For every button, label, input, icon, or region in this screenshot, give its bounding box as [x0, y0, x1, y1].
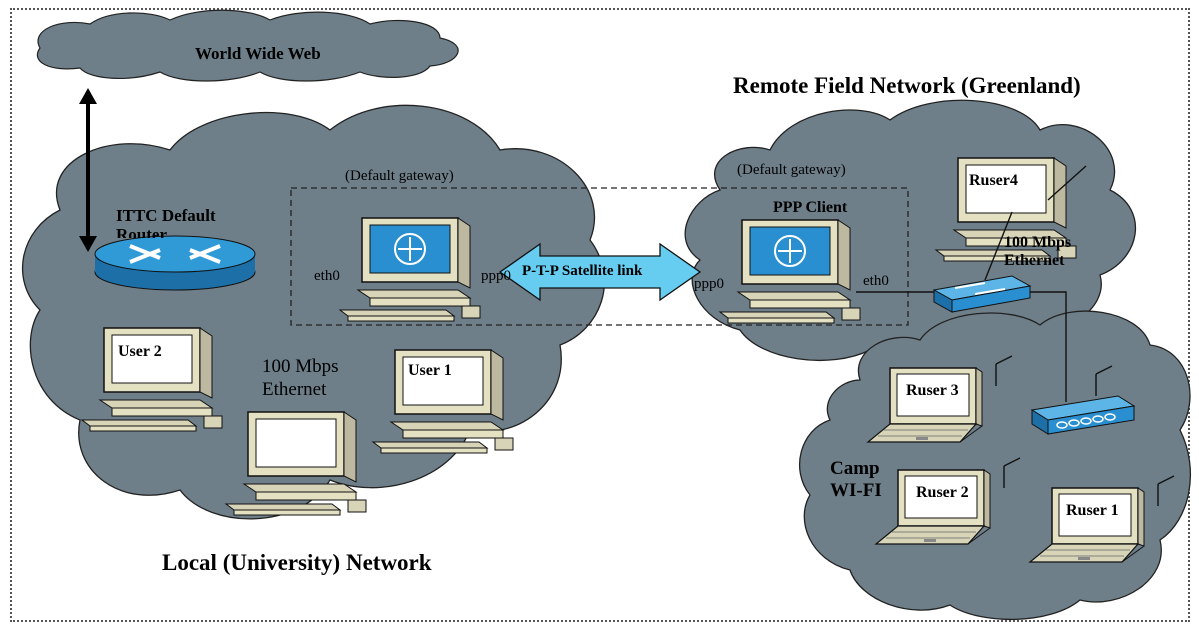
user2-label: User 2 [118, 343, 162, 360]
local-eth-label: eth0 [314, 268, 340, 284]
network-switch-icon [932, 275, 1032, 313]
remote-network-title: Remote Field Network (Greenland) [733, 73, 1081, 98]
remote-wiring [856, 165, 1087, 402]
ruser2-label: Ruser 2 [916, 484, 969, 501]
remote-gateway-label: (Default gateway) [737, 162, 846, 178]
satellite-link-arrow [498, 242, 702, 302]
local-ppp-label: ppp0 [481, 268, 511, 284]
local-ethernet-label: 100 Mbps Ethernet [262, 356, 339, 400]
internet-uplink-arrow [79, 88, 97, 252]
gateway-zone [290, 187, 909, 326]
camp-wifi-label: Camp WI-FI [830, 458, 882, 501]
ppp-client-server-icon [719, 219, 861, 324]
internet-label: World Wide Web [195, 44, 321, 63]
satellite-link-label: P-T-P Satellite link [522, 263, 643, 279]
ruser1-label: Ruser 1 [1066, 502, 1119, 519]
user1-label: User 1 [408, 362, 452, 379]
remote-eth-label: eth0 [863, 273, 889, 289]
ittc-router-icon [94, 235, 256, 291]
local-network-title: Local (University) Network [162, 550, 432, 575]
ppp-client-label: PPP Client [773, 199, 848, 216]
router-label: ITTC Default Router [116, 206, 216, 238]
ruser4-label: Ruser4 [969, 172, 1018, 189]
internet-cloud [36, 9, 459, 82]
local-gateway-label: (Default gateway) [345, 168, 454, 184]
remote-ppp-label: ppp0 [694, 276, 724, 292]
remote-ethernet-label: 100 Mbps Ethernet [1004, 234, 1072, 269]
ruser3-label: Ruser 3 [906, 382, 959, 399]
local-gateway-server-icon [339, 217, 481, 322]
wireless-access-point-icon [1030, 395, 1136, 435]
diagram-frame [10, 8, 1190, 622]
